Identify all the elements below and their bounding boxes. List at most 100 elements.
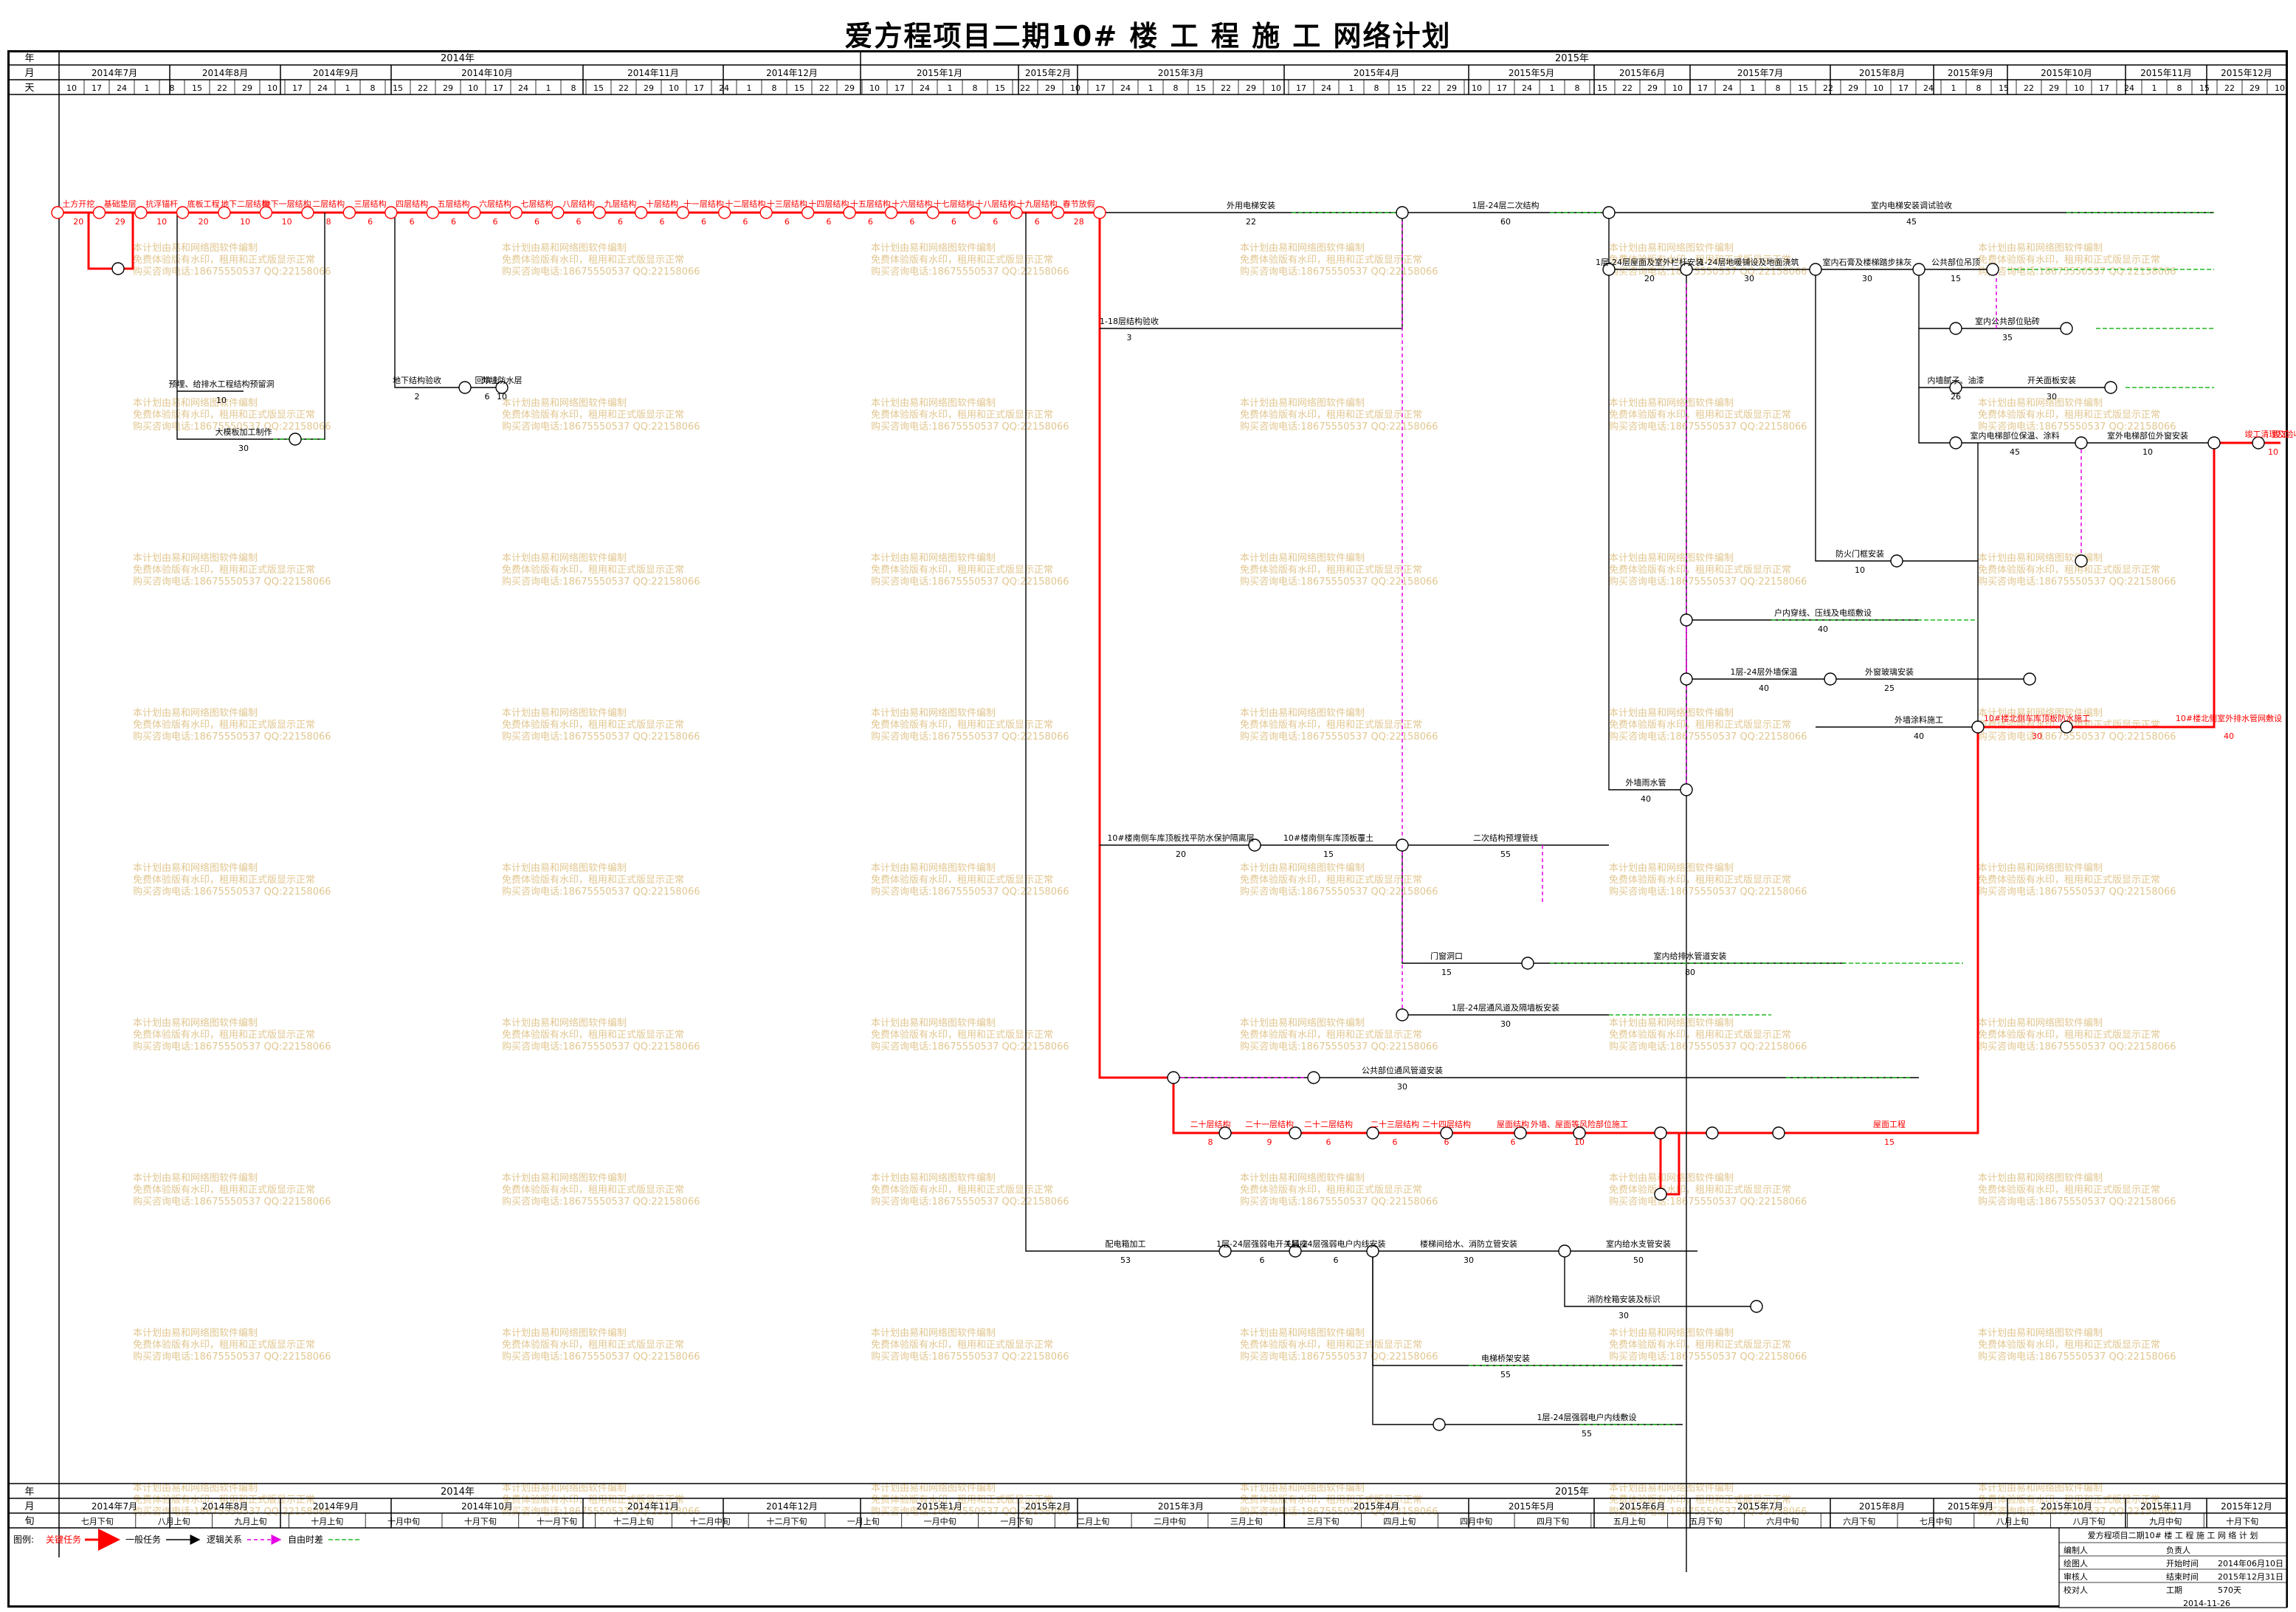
svg-text:免费体验版有水印，租用和正式版显示正常: 免费体验版有水印，租用和正式版显示正常 bbox=[871, 254, 1053, 266]
critical-task-name: 十六层结构 bbox=[892, 199, 932, 209]
header-day: 10 bbox=[66, 83, 77, 93]
svg-text:购买咨询电话:18675550537 QQ:22158066: 购买咨询电话:18675550537 QQ:22158066 bbox=[1609, 1506, 1807, 1518]
header-day: 24 bbox=[1723, 83, 1733, 93]
network-node bbox=[676, 206, 689, 219]
svg-text:购买咨询电话:18675550537 QQ:22158066: 购买咨询电话:18675550537 QQ:22158066 bbox=[1240, 886, 1438, 898]
info-key: 校对人 bbox=[2064, 1585, 2088, 1595]
legend-float-label: 自由时差 bbox=[288, 1534, 323, 1545]
normal-task-name: 消防栓箱安装及标识 bbox=[1587, 1294, 1661, 1304]
network-node bbox=[342, 206, 356, 219]
footer-month-7: 2015年2月 bbox=[1025, 1501, 1071, 1512]
svg-text:本计划由易和网络图软件编制: 本计划由易和网络图软件编制 bbox=[133, 1172, 258, 1184]
normal-task-name: 室内公共部位贴砖 bbox=[1975, 316, 2040, 326]
network-node bbox=[1514, 1126, 1527, 1140]
critical-task-name: 10#楼北侧室外排水管网敷设 bbox=[2176, 713, 2282, 723]
critical-task-name: 屋面结构 bbox=[1497, 1119, 1529, 1129]
network-node bbox=[1912, 263, 1926, 276]
header-day: 29 bbox=[844, 83, 855, 93]
svg-text:免费体验版有水印，租用和正式版显示正常: 免费体验版有水印，租用和正式版显示正常 bbox=[502, 1184, 684, 1196]
critical-task-duration: 6 bbox=[1035, 217, 1040, 227]
svg-text:本计划由易和网络图软件编制: 本计划由易和网络图软件编制 bbox=[1978, 552, 2103, 564]
header-day: 29 bbox=[1647, 83, 1658, 93]
svg-text:本计划由易和网络图软件编制: 本计划由易和网络图软件编制 bbox=[1240, 242, 1365, 254]
critical-task-duration: 10 bbox=[240, 217, 250, 227]
header-day: 29 bbox=[242, 83, 252, 93]
network-node bbox=[1289, 1244, 1302, 1258]
network-node bbox=[2023, 672, 2036, 686]
network-node bbox=[1890, 554, 1903, 568]
network-node bbox=[509, 206, 523, 219]
watermark: 本计划由易和网络图软件编制免费体验版有水印，租用和正式版显示正常购买咨询电话:1… bbox=[1978, 552, 2176, 588]
network-node bbox=[51, 206, 64, 219]
critical-task-duration: 30 bbox=[2032, 731, 2042, 741]
header-day: 22 bbox=[618, 83, 629, 93]
header-day: 1 bbox=[2152, 83, 2157, 93]
watermark: 本计划由易和网络图软件编制免费体验版有水印，租用和正式版显示正常购买咨询电话:1… bbox=[871, 862, 1069, 898]
header-day: 1 bbox=[1349, 83, 1354, 93]
network-node bbox=[1521, 957, 1534, 970]
footer-month-2: 2014年9月 bbox=[313, 1501, 359, 1512]
critical-task-duration: 6 bbox=[785, 217, 790, 227]
watermark: 本计划由易和网络图软件编制免费体验版有水印，租用和正式版显示正常购买咨询电话:1… bbox=[1978, 1327, 2176, 1363]
info-key2: 工期 bbox=[2166, 1585, 2182, 1595]
svg-text:购买咨询电话:18675550537 QQ:22158066: 购买咨询电话:18675550537 QQ:22158066 bbox=[1609, 266, 1807, 278]
network-node bbox=[2207, 436, 2221, 450]
network-node bbox=[426, 206, 440, 219]
normal-task-duration: 50 bbox=[1633, 1256, 1644, 1265]
svg-text:本计划由易和网络图软件编制: 本计划由易和网络图软件编制 bbox=[502, 1017, 627, 1029]
header-day: 10 bbox=[1070, 83, 1080, 93]
watermark: 本计划由易和网络图软件编制免费体验版有水印，租用和正式版显示正常购买咨询电话:1… bbox=[502, 707, 700, 743]
info-key2: 开始时间 bbox=[2166, 1558, 2199, 1568]
header-day: 29 bbox=[443, 83, 453, 93]
svg-text:免费体验版有水印，租用和正式版显示正常: 免费体验版有水印，租用和正式版显示正常 bbox=[502, 1339, 684, 1351]
svg-text:本计划由易和网络图软件编制: 本计划由易和网络图软件编制 bbox=[871, 397, 996, 409]
normal-task-duration: 15 bbox=[1441, 968, 1452, 977]
critical-task-duration: 20 bbox=[199, 217, 209, 227]
footer-decade-11: 一月中旬 bbox=[924, 1517, 956, 1526]
watermark: 本计划由易和网络图软件编制免费体验版有水印，租用和正式版显示正常购买咨询电话:1… bbox=[133, 1482, 331, 1518]
normal-task-duration: 55 bbox=[1500, 1370, 1511, 1380]
svg-text:购买咨询电话:18675550537 QQ:22158066: 购买咨询电话:18675550537 QQ:22158066 bbox=[502, 1041, 700, 1053]
header-month-11: 2015年6月 bbox=[1619, 68, 1665, 78]
svg-text:本计划由易和网络图软件编制: 本计划由易和网络图软件编制 bbox=[1240, 862, 1365, 874]
legend-label: 图例: bbox=[13, 1534, 34, 1545]
critical-task-name: 十二层结构 bbox=[725, 199, 765, 209]
header-day: 29 bbox=[2250, 83, 2260, 93]
normal-tasks bbox=[176, 212, 2214, 1572]
critical-task-name: 八层结构 bbox=[562, 199, 595, 209]
critical-task-duration: 6 bbox=[534, 217, 539, 227]
header-day: 22 bbox=[819, 83, 830, 93]
info-key: 审核人 bbox=[2064, 1571, 2088, 1582]
watermark: 本计划由易和网络图软件编制免费体验版有水印，租用和正式版显示正常购买咨询电话:1… bbox=[502, 862, 700, 898]
header-day: 10 bbox=[1672, 83, 1683, 93]
watermark: 本计划由易和网络图软件编制免费体验版有水印，租用和正式版显示正常购买咨询电话:1… bbox=[1240, 862, 1438, 898]
footer-decade-23: 六月下旬 bbox=[1843, 1517, 1875, 1526]
svg-text:本计划由易和网络图软件编制: 本计划由易和网络图软件编制 bbox=[871, 242, 996, 254]
svg-text:免费体验版有水印，租用和正式版显示正常: 免费体验版有水印，租用和正式版显示正常 bbox=[871, 409, 1053, 421]
normal-task-duration: 25 bbox=[1884, 683, 1895, 693]
svg-text:免费体验版有水印，租用和正式版显示正常: 免费体验版有水印，租用和正式版显示正常 bbox=[133, 564, 315, 576]
svg-text:本计划由易和网络图软件编制: 本计划由易和网络图软件编制 bbox=[1609, 552, 1734, 564]
normal-task-duration: 60 bbox=[1500, 217, 1511, 227]
header-label-month: 月 bbox=[24, 68, 34, 79]
svg-text:本计划由易和网络图软件编制: 本计划由易和网络图软件编制 bbox=[502, 1172, 627, 1184]
svg-text:购买咨询电话:18675550537 QQ:22158066: 购买咨询电话:18675550537 QQ:22158066 bbox=[133, 886, 331, 898]
legend: 图例: 关键任务 一般任务 逻辑关系 自由时差 bbox=[13, 1529, 362, 1551]
header-day: 8 bbox=[370, 83, 376, 93]
svg-text:购买咨询电话:18675550537 QQ:22158066: 购买咨询电话:18675550537 QQ:22158066 bbox=[133, 731, 331, 743]
network-node bbox=[92, 206, 106, 219]
header-day: 8 bbox=[2177, 83, 2182, 93]
svg-text:免费体验版有水印，租用和正式版显示正常: 免费体验版有水印，租用和正式版显示正常 bbox=[871, 719, 1053, 731]
watermark: 本计划由易和网络图软件编制免费体验版有水印，租用和正式版显示正常购买咨询电话:1… bbox=[1978, 242, 2176, 278]
svg-text:免费体验版有水印，租用和正式版显示正常: 免费体验版有水印，租用和正式版显示正常 bbox=[1609, 1494, 1791, 1506]
